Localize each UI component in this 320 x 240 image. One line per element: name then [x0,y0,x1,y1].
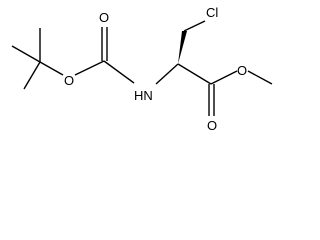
methyl-ester-group [208,70,273,116]
carbamate-group [74,27,135,84]
bond-nitrogen-to-alpha-carbon [155,63,179,85]
bond-oxygen-to-methyl [247,70,273,85]
bond-alpha-carbon-to-ester-carbon [177,63,212,85]
ester-carbonyl-oxygen-label: O [207,118,217,133]
alpha-carbon-group [155,20,212,85]
ester-oxygen-label: O [237,63,247,78]
bond-ester-carbon-to-oxygen [210,70,238,85]
bond-tbu-lower [23,61,41,90]
chemical-structure: Cl O O HN O O [11,5,273,133]
tert-butyl-group [11,28,64,90]
wedge-bond-stereo [178,31,187,64]
chlorine-atom-label: Cl [206,5,218,20]
bond-ch2-to-chlorine [183,20,206,32]
amine-nitrogen-label: HN [134,88,153,103]
carbamate-ester-oxygen-label: O [64,73,74,88]
carbamate-carbonyl-oxygen-label: O [99,10,109,25]
bond-carbonyl-to-nitrogen [103,60,135,84]
bond-tbu-to-oxygen [39,61,64,76]
bond-tbu-left [11,45,41,63]
bond-oxygen-to-carbonyl [74,60,105,76]
